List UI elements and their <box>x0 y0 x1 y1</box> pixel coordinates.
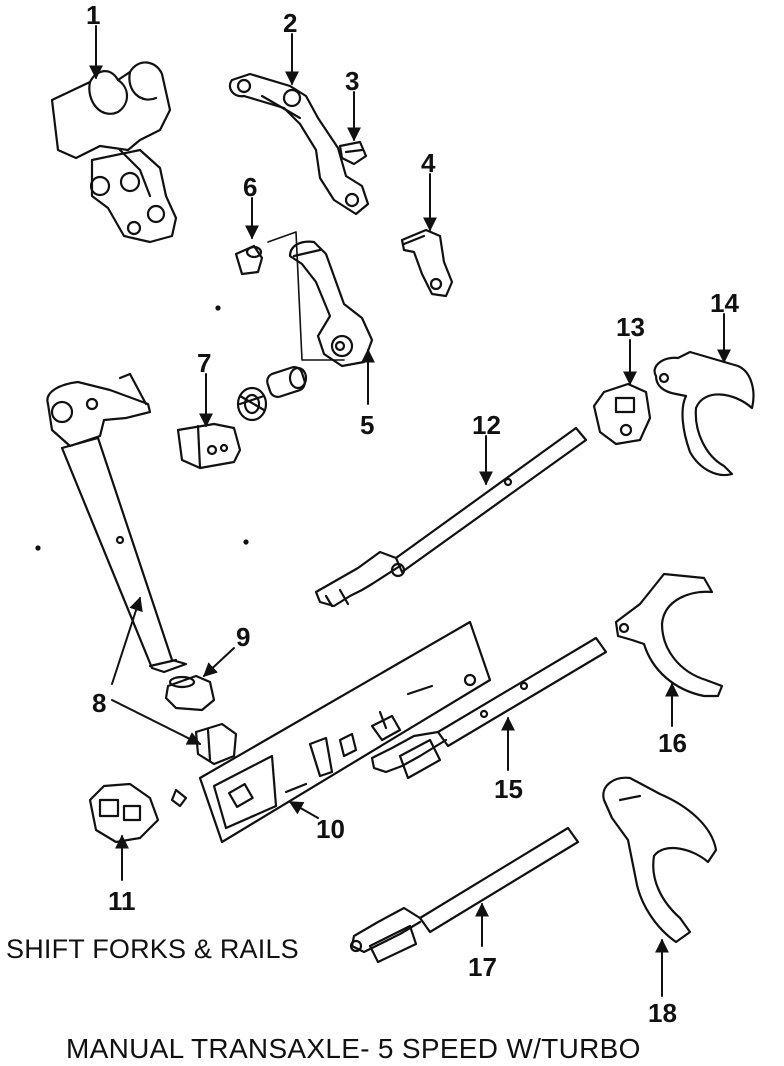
callout-13: 13 <box>616 312 645 342</box>
callout-11: 11 <box>108 886 136 916</box>
part-8-rail <box>46 372 188 674</box>
callout-2: 2 <box>283 8 297 38</box>
part-12-rail <box>314 426 588 608</box>
callout-4: 4 <box>421 148 436 178</box>
part-15-rail <box>370 636 608 780</box>
part-3-clip <box>338 140 368 166</box>
callout-18: 18 <box>648 998 677 1028</box>
callout-16: 16 <box>658 728 687 758</box>
callout-5: 5 <box>360 410 374 440</box>
part-8-block <box>194 722 238 766</box>
callout-12: 12 <box>472 410 501 440</box>
part-18-fork <box>602 776 718 944</box>
spring-washer-collar <box>236 366 308 422</box>
part-14-fork <box>653 350 755 477</box>
leader-lines <box>89 25 731 997</box>
part-10-plate <box>198 620 492 844</box>
callout-3: 3 <box>345 66 359 96</box>
part-7-block <box>176 422 242 470</box>
part-16-fork <box>614 572 724 698</box>
group-bracket-6-5 <box>267 231 345 361</box>
part-1-bracket <box>50 61 178 244</box>
callout-10: 10 <box>316 814 345 844</box>
callout-6: 6 <box>243 172 257 202</box>
callout-14: 14 <box>710 288 739 318</box>
part-2-lever <box>228 72 370 216</box>
callout-labels: 1 2 3 4 5 6 7 8 9 10 11 12 13 14 15 16 1… <box>86 0 739 1028</box>
part-17-rail <box>349 826 580 964</box>
part-9-sleeve <box>164 674 216 712</box>
part-4-lever <box>400 228 454 298</box>
diagram-title: MANUAL TRANSAXLE- 5 SPEED W/TURBO <box>66 1033 641 1064</box>
callout-17: 17 <box>468 952 497 982</box>
part-5-select-lever <box>288 240 374 368</box>
part-6-bushing <box>234 244 264 276</box>
callout-1: 1 <box>86 0 100 30</box>
callout-7: 7 <box>197 348 211 378</box>
part-13-collar <box>592 382 652 446</box>
callout-15: 15 <box>494 774 523 804</box>
part-11-interlock <box>88 782 188 844</box>
section-title: SHIFT FORKS & RAILS <box>6 934 299 964</box>
callout-9: 9 <box>236 622 250 652</box>
callout-8: 8 <box>92 688 106 718</box>
